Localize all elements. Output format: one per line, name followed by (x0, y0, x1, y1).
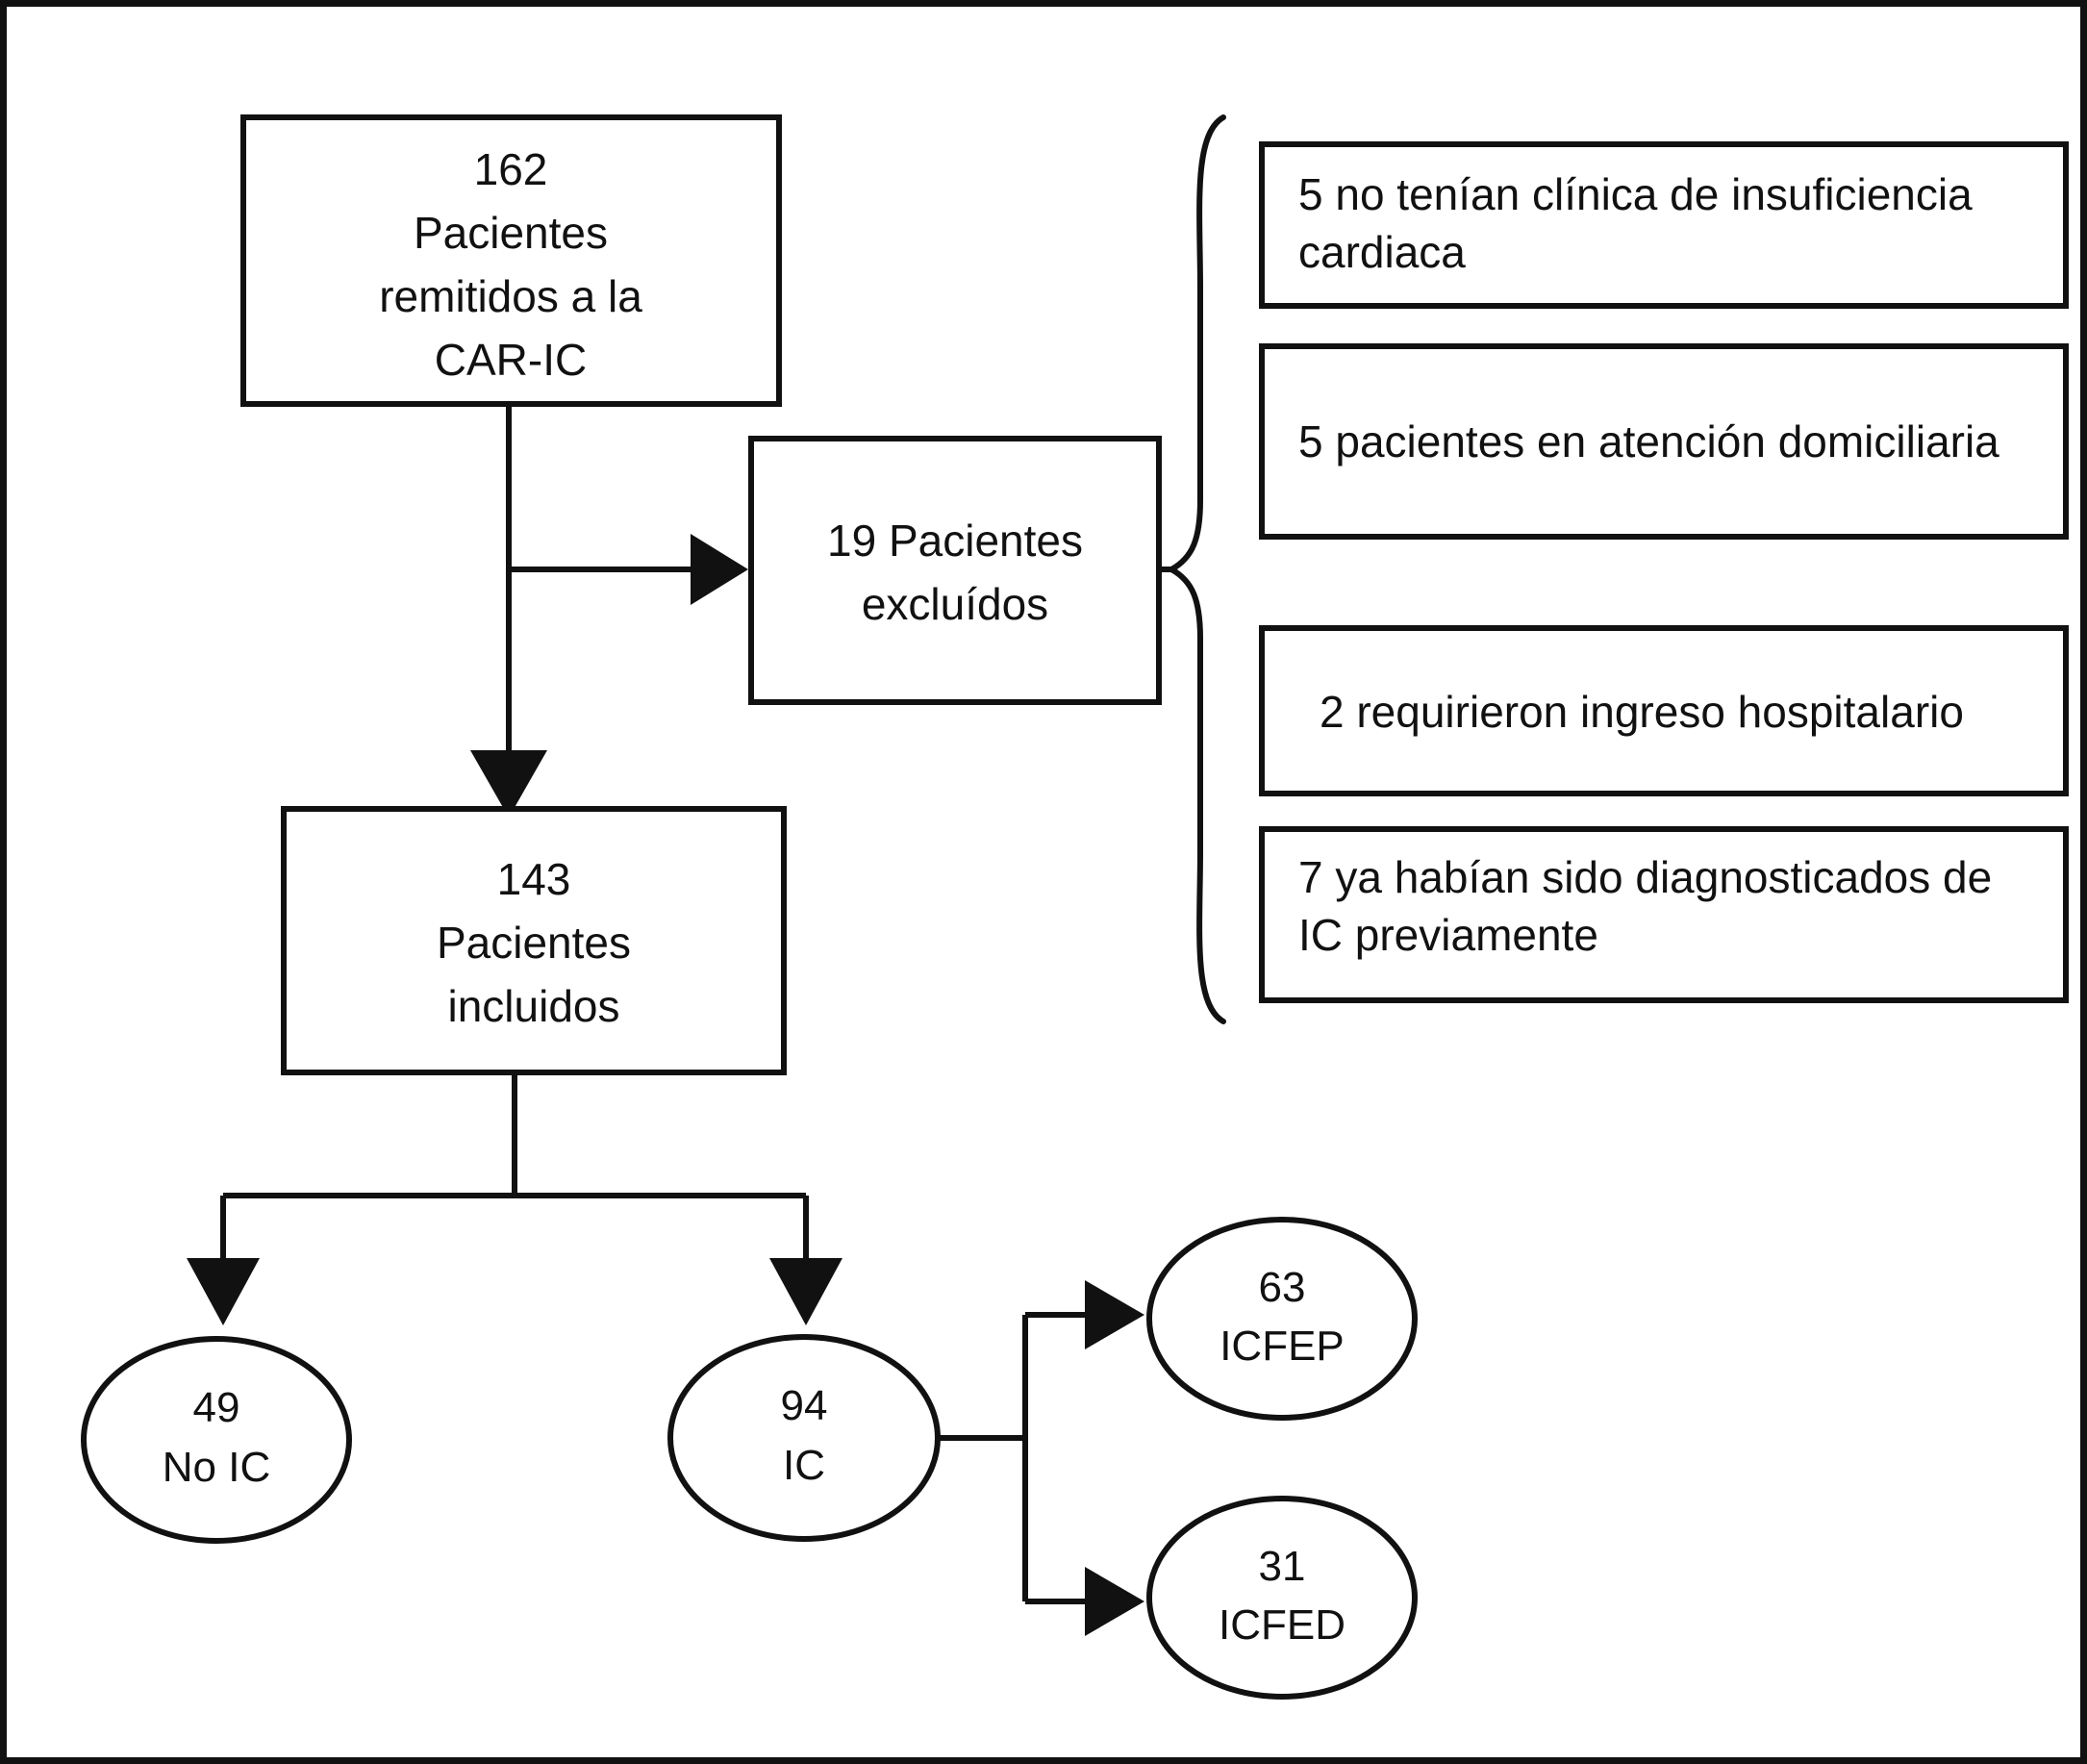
arrowhead-to-excluded (691, 534, 748, 605)
node-excluded-patients-line1: 19 Pacientes (827, 516, 1083, 566)
exclusion-reason-box-4-line2: IC previamente (1298, 910, 1598, 960)
exclusion-reason-box-1: 5 no tenían clínica de insuficiencia car… (1259, 141, 2069, 309)
node-referred-patients-line3: remitidos a la (379, 271, 642, 321)
exclusion-reason-box-3-shape (1259, 625, 2069, 796)
node-excluded-patients: 19 Pacientes excluídos (748, 436, 1162, 705)
exclusion-reason-box-1-line2: cardiaca (1298, 227, 1466, 277)
arrowhead-to-hf (769, 1258, 842, 1325)
node-no-hf-shape (81, 1336, 352, 1544)
node-hfref-line2: ICFED (1219, 1601, 1345, 1649)
node-included-patients-line2: Pacientes (437, 918, 631, 968)
exclusion-reason-box-2: 5 pacientes en atención domiciliaria (1259, 343, 2069, 540)
exclusion-reason-box-3-line1: 2 requirieron ingreso hospitalario (1320, 687, 1964, 737)
node-no-hf: 49 No IC (81, 1336, 352, 1544)
exclusion-reason-box-4-line1: 7 ya habían sido diagnosticados de (1298, 852, 1992, 902)
arrowhead-to-included (470, 750, 547, 818)
node-hfref-shape (1146, 1496, 1418, 1700)
node-hfref: 31 ICFED (1146, 1496, 1418, 1700)
exclusion-reason-box-4: 7 ya habían sido diagnosticados de IC pr… (1259, 826, 2069, 1003)
node-hfpef-shape (1146, 1217, 1418, 1421)
arrowhead-to-no-hf (187, 1258, 260, 1325)
exclusion-reason-box-1-line1: 5 no tenían clínica de insuficiencia (1298, 169, 1973, 219)
exclusion-reason-box-1-shape (1259, 141, 2069, 309)
node-hfpef: 63 ICFEP (1146, 1217, 1418, 1421)
node-included-patients: 143 Pacientes incluidos (281, 806, 787, 1075)
node-included-patients-line1: 143 (497, 854, 571, 904)
node-excluded-patients-line2: excluídos (862, 579, 1048, 629)
exclusion-reason-box-2-line1: 5 pacientes en atención domiciliaria (1298, 416, 1999, 466)
exclusion-reasons-brace (1165, 114, 1226, 1024)
node-hfref-line1: 31 (1259, 1543, 1306, 1590)
node-excluded-patients-shape (748, 436, 1162, 705)
node-hfpef-line1: 63 (1259, 1264, 1306, 1311)
connector-group (187, 114, 1226, 1636)
exclusion-reason-box-4-shape (1259, 826, 2069, 1003)
arrowhead-to-hfref (1085, 1567, 1144, 1636)
node-no-hf-line1: 49 (193, 1384, 240, 1431)
node-referred-patients-line1: 162 (474, 144, 548, 194)
node-hfpef-line2: ICFEP (1220, 1323, 1345, 1370)
node-hf-line1: 94 (781, 1382, 828, 1429)
node-hf: 94 IC (667, 1334, 941, 1542)
node-referred-patients-line2: Pacientes (414, 208, 608, 258)
node-hf-shape (667, 1334, 941, 1542)
exclusion-reason-box-2-shape (1259, 343, 2069, 540)
node-referred-patients-shape (240, 114, 782, 407)
node-included-patients-line3: incluidos (448, 981, 620, 1031)
node-included-patients-shape (281, 806, 787, 1075)
node-referred-patients: 162 Pacientes remitidos a la CAR-IC (240, 114, 782, 407)
node-hf-line2: IC (783, 1442, 825, 1489)
exclusion-reason-box-3: 2 requirieron ingreso hospitalario (1259, 625, 2069, 796)
node-referred-patients-line4: CAR-IC (435, 335, 587, 385)
node-no-hf-line2: No IC (163, 1444, 270, 1491)
arrowhead-to-hfpef (1085, 1280, 1144, 1349)
